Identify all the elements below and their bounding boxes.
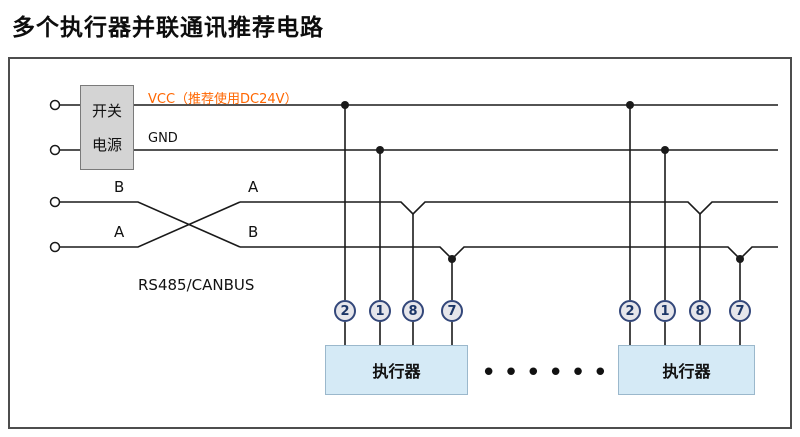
power-supply-box: 开关 电源 — [80, 85, 134, 170]
left-terminal-circle-a — [49, 241, 61, 253]
actuator-box-2: 执行器 — [618, 345, 755, 395]
terminal-pin-7: 7 — [729, 300, 751, 322]
gnd-wire-label: GND — [148, 131, 178, 146]
wire-comm-a — [240, 201, 778, 216]
junction-dot-gnd-1 — [376, 146, 384, 154]
bus-type-label: RS485/CANBUS — [138, 276, 255, 294]
vcc-wire-label: VCC（推荐使用DC24V） — [148, 92, 298, 107]
terminal-pin-2: 2 — [619, 300, 641, 322]
left-terminal-circle-vcc — [49, 99, 61, 111]
comm-label-a-left: A — [114, 223, 125, 241]
terminal-pin-8: 8 — [402, 300, 424, 322]
junction-dot-b-1 — [448, 255, 456, 263]
terminal-pin-1: 1 — [654, 300, 676, 322]
actuator-label: 执行器 — [662, 362, 711, 381]
junction-dot-vcc-2 — [626, 101, 634, 109]
left-terminal-circle-gnd — [49, 144, 61, 156]
left-terminal-circle-b — [49, 196, 61, 208]
ellipsis-more-actuators: •••••• — [480, 358, 615, 388]
junction-dot-gnd-2 — [661, 146, 669, 154]
wire-comm-left-bottom — [60, 201, 241, 248]
power-supply-label-line2: 电源 — [91, 136, 122, 155]
actuator-label: 执行器 — [372, 362, 421, 381]
comm-label-b-left: B — [114, 178, 125, 196]
terminal-pin-8: 8 — [689, 300, 711, 322]
wire-comm-left-top — [60, 201, 241, 248]
page-title: 多个执行器并联通讯推荐电路 — [12, 15, 324, 41]
terminal-pin-2: 2 — [334, 300, 356, 322]
junction-dot-vcc-1 — [341, 101, 349, 109]
actuator-box-1: 执行器 — [325, 345, 468, 395]
terminal-pin-7: 7 — [441, 300, 463, 322]
wire-comm-b — [240, 246, 778, 261]
terminal-pin-1: 1 — [369, 300, 391, 322]
junction-dot-b-2 — [736, 255, 744, 263]
comm-label-b-right: B — [248, 223, 259, 241]
comm-label-a-right: A — [248, 178, 259, 196]
power-supply-label-line1: 开关 — [91, 101, 122, 120]
